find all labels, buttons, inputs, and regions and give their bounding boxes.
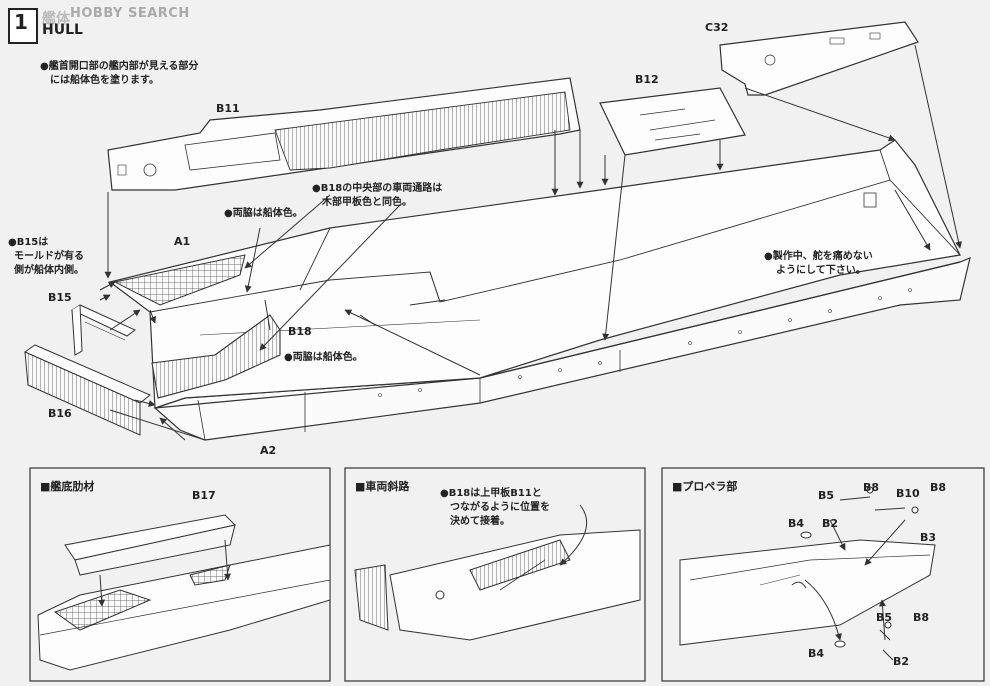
label-b8-bottom: B8 [913,611,930,624]
note-rudder: ●製作中、舵を痛めない ようにして下さい。 [764,250,873,278]
assembly-arrows [99,44,963,441]
note-bow-line2: には船体色を塗ります。 [50,75,159,86]
label-b5-top: B5 [818,489,835,502]
label-b4-bottom: B4 [808,647,825,660]
label-b17: B17 [192,489,216,502]
note-b18-center: ●B18の中央部の車両通路は 木部甲板色と同色。 [312,182,442,210]
note-b18-align: ●B18は上甲板B11と つながるように位置を 決めて接着。 [440,487,550,529]
label-b16: B16 [48,407,72,420]
label-b5-bottom: B5 [876,611,893,624]
note-b18-align-line3: 決めて接着。 [450,516,510,527]
note-both-sides-top: ●両脇は船体色。 [224,208,303,219]
part-b18 [151,314,281,399]
step-box [8,8,38,44]
title-jp: 艦体 [42,11,70,27]
label-a2: A2 [260,444,277,457]
label-b10: B10 [896,487,920,500]
section-ramp-title: ■車両斜路 [355,480,410,493]
label-b11: B11 [216,102,240,115]
label-b4-top: B4 [788,517,805,530]
watermark: HOBBY SEARCH [70,6,190,21]
label-b2-bottom: B2 [893,655,910,668]
part-b16 [23,344,151,436]
note-bow-opening: ●艦首開口部の艦内部が見える部分 には船体色を塗ります。 [40,60,198,88]
panel-ramp-art [354,529,641,641]
note-b18-center-line1: ●B18の中央部の車両通路は [312,183,443,194]
label-b8-top-right: B8 [930,481,947,494]
label-b15: B15 [48,291,72,304]
note-bow-line1: ●艦首開口部の艦内部が見える部分 [40,61,199,72]
label-b2-top: B2 [822,517,839,530]
panel-propeller-art [679,486,936,661]
bow-grating [113,254,246,306]
note-b15-line2: モールドが有る [14,251,84,262]
section-bilge-title: ■艦底肋材 [40,480,95,493]
note-rudder-line1: ●製作中、舵を痛めない [764,251,873,262]
title-en: HULL [42,22,83,38]
hull-portholes [378,288,912,397]
label-b8-top-left: B8 [863,481,880,494]
label-b18: B18 [288,325,312,338]
label-a1: A1 [174,235,191,248]
note-b18-align-line1: ●B18は上甲板B11と [440,488,542,499]
part-c32 [719,21,919,96]
note-rudder-line2: ようにして下さい。 [776,265,866,276]
panel-bilge-art [37,514,331,671]
note-b18-center-line2: 木部甲板色と同色。 [322,197,412,208]
label-b3: B3 [920,531,937,544]
note-b15-line1: ●B15は [8,237,49,248]
note-b15-line3: 側が船体内側。 [14,265,84,276]
note-b18-align-line2: つながるように位置を [450,502,550,513]
section-propeller-title: ■プロペラ部 [672,480,738,493]
label-c32: C32 [705,21,729,34]
note-both-sides-bottom: ●両脇は船体色。 [284,352,363,363]
part-b15 [70,304,136,356]
step-number: 1 [14,10,28,34]
label-b12: B12 [635,73,659,86]
note-b15: ●B15は モールドが有る 側が船体内側。 [8,236,84,278]
part-b12 [599,87,746,156]
part-b11 [107,77,581,191]
